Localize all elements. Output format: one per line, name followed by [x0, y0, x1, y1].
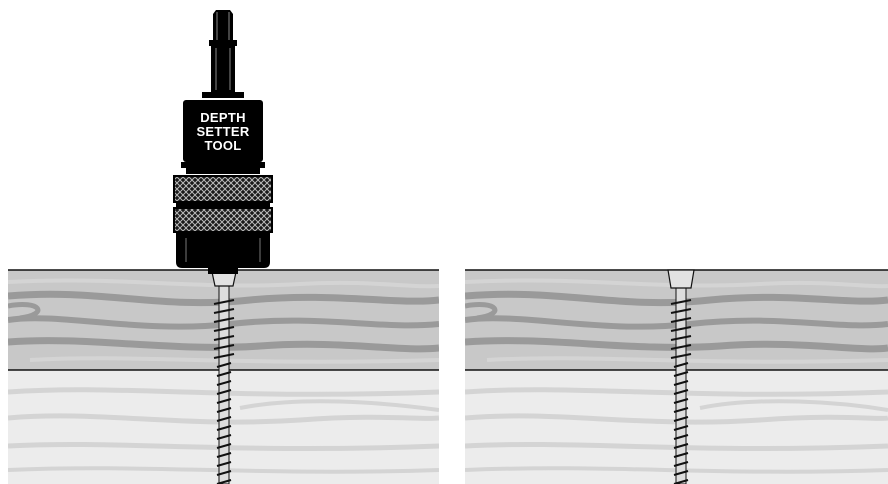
thread-line [213, 344, 235, 350]
depth-setter-tool: DEPTH SETTER TOOL [173, 10, 273, 274]
screw-thread-right [670, 299, 692, 484]
screw-thread-left [213, 299, 235, 484]
thread-line [216, 470, 232, 476]
screw-right [667, 269, 695, 484]
right-panel [465, 269, 888, 484]
thread-line [673, 479, 689, 484]
thread-line [673, 425, 689, 431]
tool-label-line-3: TOOL [204, 138, 241, 153]
thread-line [213, 353, 235, 359]
thread-line [213, 326, 235, 332]
thread-line [670, 344, 692, 350]
thread-line [673, 407, 689, 413]
screw-left [211, 271, 237, 484]
thread-line [673, 443, 689, 449]
thread-line [670, 299, 692, 305]
thread-line [216, 461, 232, 467]
thread-line [673, 434, 689, 440]
thread-line [216, 452, 232, 458]
thread-line [673, 452, 689, 458]
thread-line [216, 479, 232, 484]
thread-line [673, 389, 689, 395]
thread-line [216, 380, 232, 386]
knurl-band-upper [173, 175, 273, 203]
tool-label-body [183, 100, 263, 162]
thread-line [213, 299, 235, 305]
thread-line [670, 317, 692, 323]
screw-head-right [667, 269, 695, 289]
thread-line [216, 434, 232, 440]
left-panel: DEPTH SETTER TOOL [8, 10, 439, 484]
thread-line [673, 380, 689, 386]
thread-line [670, 353, 692, 359]
screw-head-left [211, 271, 237, 287]
thread-line [673, 371, 689, 377]
thread-line [213, 335, 235, 341]
thread-line [216, 416, 232, 422]
hex-shank-tip [213, 10, 233, 40]
tool-nose [176, 232, 270, 268]
hex-shank [211, 46, 235, 92]
thread-line [216, 371, 232, 377]
thread-line [216, 398, 232, 404]
knurl-band-lower [173, 207, 273, 233]
thread-line [673, 470, 689, 476]
thread-line [216, 425, 232, 431]
thread-line [216, 389, 232, 395]
thread-line [673, 416, 689, 422]
tool-label-line-2: SETTER [196, 124, 249, 139]
thread-line [216, 362, 232, 368]
thread-line [670, 308, 692, 314]
tool-label-line-1: DEPTH [200, 110, 246, 125]
thread-line [670, 326, 692, 332]
thread-line [216, 443, 232, 449]
thread-line [213, 317, 235, 323]
thread-line [670, 335, 692, 341]
thread-line [673, 362, 689, 368]
thread-line [673, 398, 689, 404]
thread-line [213, 308, 235, 314]
thread-line [673, 461, 689, 467]
thread-line [216, 407, 232, 413]
